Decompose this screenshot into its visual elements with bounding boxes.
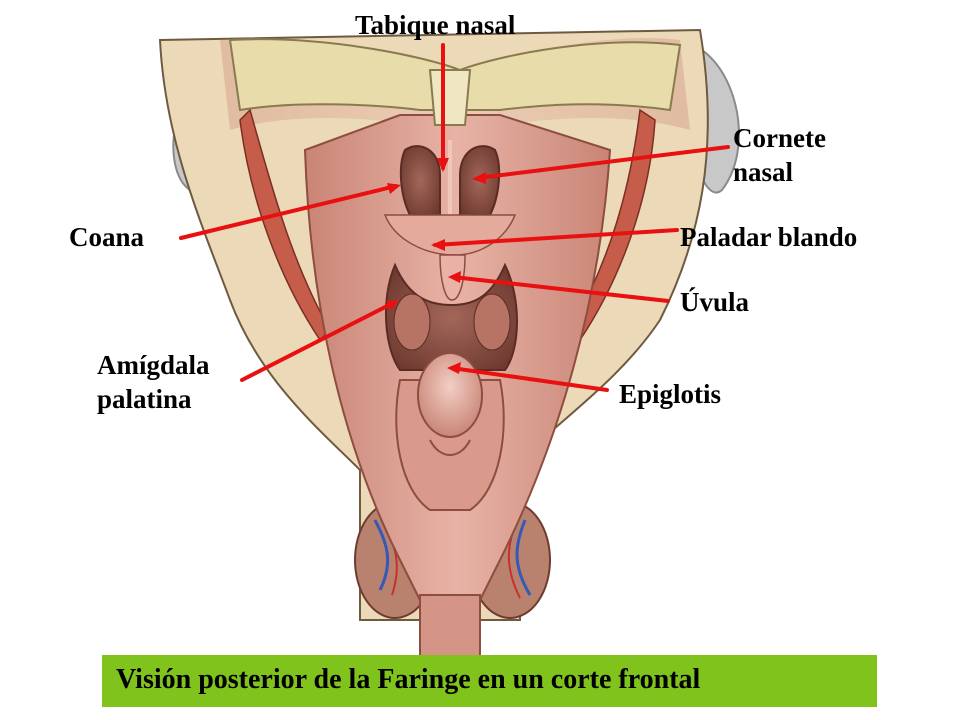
septum-shape (428, 69, 472, 126)
label-coana: Coana (69, 222, 145, 252)
caption-text: Visión posterior de la Faringe en un cor… (116, 664, 701, 695)
pointer-paladar-blando (433, 228, 679, 247)
label-paladar-blando: Paladar blando (680, 222, 858, 252)
right-tonsil-shape (473, 293, 511, 351)
label-epiglotis: Epiglotis (619, 379, 722, 409)
pointer-heads (386, 158, 486, 374)
pointer-cornete-nasal (476, 145, 730, 180)
caption-banner: Visión posterior de la Faringe en un cor… (102, 655, 877, 707)
pointer-lines (179, 43, 730, 392)
label-amigdala-palatina: Amígdala palatina (97, 350, 210, 414)
label-cornete-nasal: Cornete nasal (733, 123, 826, 187)
epiglottis-shape (417, 352, 483, 438)
label-tabique-nasal: Tabique nasal (355, 10, 516, 40)
pointer-coana (179, 184, 398, 240)
pointer-epiglotis (450, 366, 609, 392)
pointer-uvula (451, 275, 670, 303)
left-tonsil-shape (393, 293, 431, 351)
left-choana-shape (399, 145, 441, 216)
pointer-amigdala-palatina (240, 300, 397, 382)
label-uvula: Úvula (680, 287, 750, 317)
